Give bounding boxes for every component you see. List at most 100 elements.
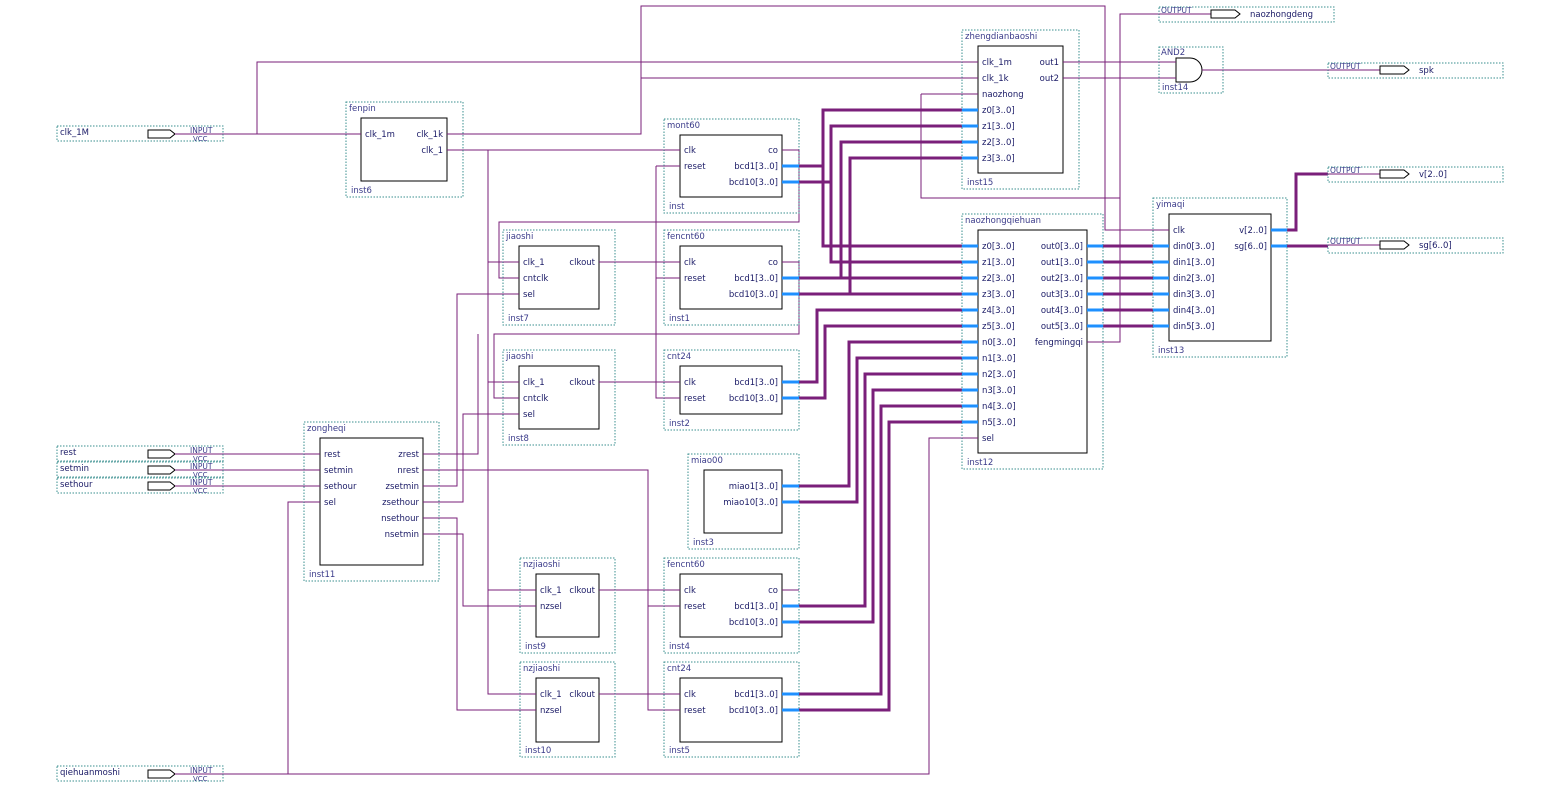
- block-fencnt60a[interactable]: fencnt60inst1clkresetcobcd1[3..0]bcd10[3…: [663, 229, 800, 326]
- net-wire: [423, 293, 519, 487]
- input-port-label: n3[3..0]: [982, 386, 1016, 396]
- block-mont60[interactable]: mont60instclkresetcobcd1[3..0]bcd10[3..0…: [663, 118, 800, 214]
- input-port-label: din1[3..0]: [1173, 258, 1214, 268]
- and2-gate[interactable]: AND2 inst14: [1158, 46, 1224, 94]
- pin-symbol: [147, 465, 176, 475]
- block-name: zhengdianbaoshi: [965, 32, 1037, 42]
- input-port-label: clk: [684, 146, 696, 156]
- input-port-label: z1[3..0]: [982, 258, 1015, 268]
- output-port-label: nsethour: [381, 514, 419, 524]
- block-yimaqi[interactable]: yimaqiinst13clkdin0[3..0]din1[3..0]din2[…: [1152, 197, 1288, 358]
- block-name: nzjiaoshi: [523, 664, 560, 674]
- block-zhengdianbaoshi[interactable]: zhengdianbaoshiinst15clk_1mclk_1knaozhon…: [961, 29, 1080, 190]
- block-name: jiaoshi: [505, 232, 533, 242]
- net-wire: [423, 334, 479, 455]
- instance-name: inst13: [1158, 346, 1184, 356]
- instance-name: inst9: [525, 642, 546, 652]
- block-outline: [687, 453, 800, 550]
- block-body: [1168, 213, 1272, 342]
- output-port-label: out2[3..0]: [1041, 274, 1083, 284]
- output-port-label: bcd1[3..0]: [734, 690, 778, 700]
- input-port-label: clk: [684, 258, 696, 268]
- pin-symbol: [1210, 9, 1241, 19]
- block-outline: [345, 101, 464, 198]
- output-port-label: bcd1[3..0]: [734, 602, 778, 612]
- pin-vcc: VCC: [193, 455, 208, 463]
- block-zongheqi[interactable]: zongheqiinst11restsetminsethourselzrestn…: [303, 421, 440, 582]
- output-port-label: out1[3..0]: [1041, 258, 1083, 268]
- output-port-label: miao10[3..0]: [723, 498, 778, 508]
- pin-symbol: [147, 769, 176, 779]
- output-port-label: clkout: [569, 258, 595, 268]
- block-body: [360, 117, 448, 182]
- input-port-label: reset: [684, 162, 706, 172]
- block-name: fencnt60: [667, 232, 705, 242]
- block-name: nzjiaoshi: [523, 560, 560, 570]
- input-port-label: cntclk: [523, 394, 548, 404]
- bus-wire: [782, 340, 978, 488]
- pin-name: setmin: [60, 464, 89, 474]
- block-body: [977, 45, 1064, 174]
- output-port-label: clkout: [569, 378, 595, 388]
- input-port-label: clk_1m: [365, 130, 395, 140]
- pin-symbol: [147, 129, 176, 139]
- pin-vcc: VCC: [193, 135, 208, 143]
- pin-type: INPUT: [190, 766, 213, 775]
- pin-outline: [56, 125, 224, 142]
- pin-name: qiehuanmoshi: [60, 768, 120, 778]
- input-port-label: clk_1: [540, 690, 562, 700]
- input-port-label: rest: [324, 450, 341, 460]
- input-port-label: clk_1k: [982, 74, 1009, 84]
- net-wire: [423, 517, 536, 711]
- output-port-label: zsethour: [382, 498, 419, 508]
- input-port-label: cntclk: [523, 274, 548, 284]
- output-port-label: co: [768, 258, 778, 268]
- gate-instance: inst14: [1162, 83, 1188, 93]
- output-port-label: clkout: [569, 690, 595, 700]
- instance-name: inst6: [351, 186, 372, 196]
- input-port-label: clk_1m: [982, 58, 1012, 68]
- block-fencnt60b[interactable]: fencnt60inst4clkresetcobcd1[3..0]bcd10[3…: [663, 557, 800, 654]
- pin-name: sethour: [60, 480, 93, 490]
- block-outline: [519, 661, 616, 758]
- net-wire: [655, 166, 680, 399]
- block-naozhongqiehuan[interactable]: naozhongqiehuaninst12z0[3..0]z1[3..0]z2[…: [961, 213, 1104, 470]
- gate-name: AND2: [1161, 48, 1185, 58]
- input-port-label: din2[3..0]: [1173, 274, 1214, 284]
- output-port-label: co: [768, 586, 778, 596]
- input-port-label: din4[3..0]: [1173, 306, 1214, 316]
- bus-wire: [782, 124, 978, 184]
- output-port-label: out2: [1040, 74, 1059, 84]
- instance-name: inst12: [967, 458, 993, 468]
- output-port-label: out5[3..0]: [1041, 322, 1083, 332]
- pin-type: OUTPUT: [1330, 62, 1361, 71]
- pin-outline: [56, 765, 224, 782]
- block-body: [679, 365, 783, 415]
- instance-name: inst11: [309, 570, 335, 580]
- output-port-label: bcd10[3..0]: [729, 290, 778, 300]
- input-port-label: z4[3..0]: [982, 306, 1015, 316]
- input-port-label: z0[3..0]: [982, 106, 1015, 116]
- bus-wire: [1271, 172, 1328, 232]
- pin-type: INPUT: [190, 478, 213, 487]
- bus-wire: [782, 404, 978, 696]
- input-port-label: naozhong: [982, 90, 1024, 100]
